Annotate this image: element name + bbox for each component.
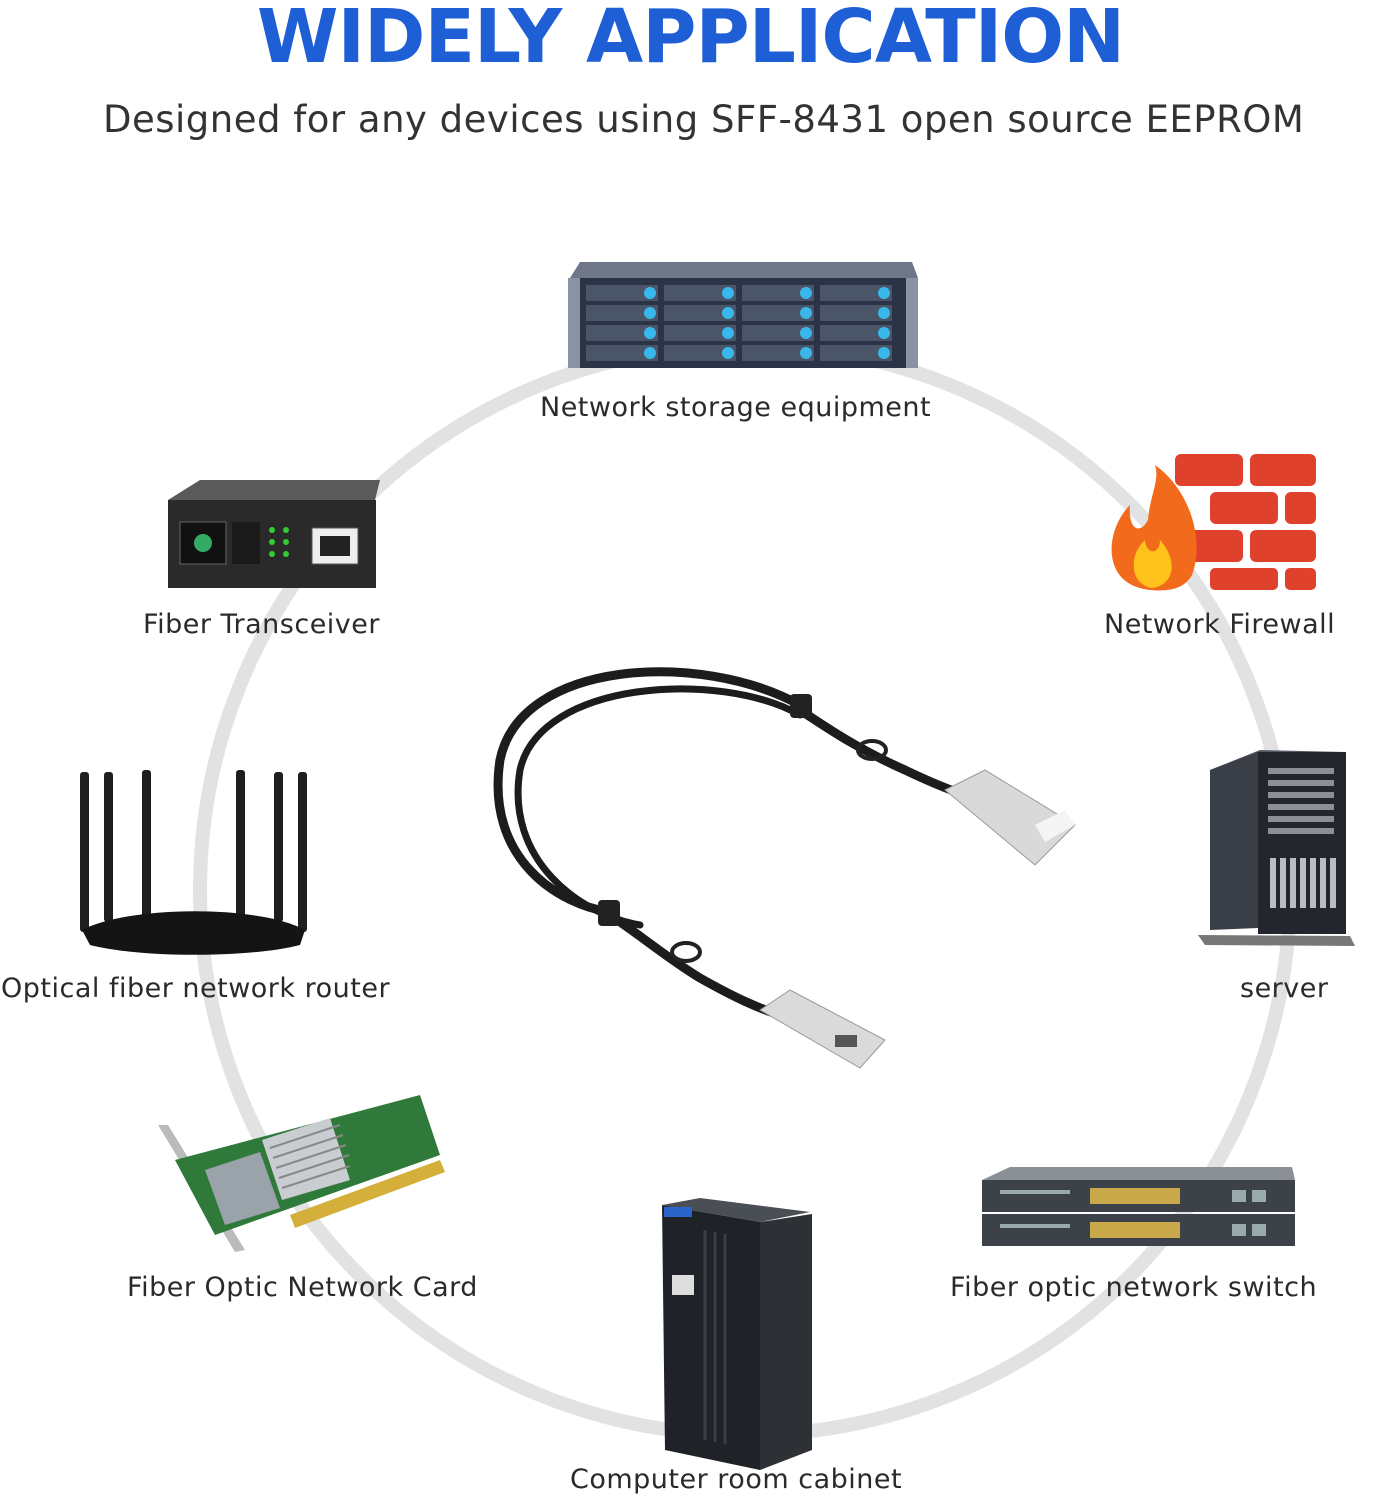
page-subtitle: Designed for any devices using SFF-8431 … bbox=[103, 98, 1305, 141]
fiber-transceiver-icon bbox=[168, 480, 380, 588]
label-network-firewall: Network Firewall bbox=[1104, 609, 1336, 640]
firewall-icon bbox=[1111, 454, 1316, 591]
label-cabinet: Computer room cabinet bbox=[570, 1464, 903, 1495]
sfp-connector-icon bbox=[598, 694, 1076, 1069]
label-network-card: Fiber Optic Network Card bbox=[127, 1272, 478, 1303]
tower-server-icon bbox=[1198, 750, 1355, 946]
label-network-storage: Network storage equipment bbox=[540, 392, 932, 423]
label-fiber-transceiver: Fiber Transceiver bbox=[143, 609, 380, 640]
network-card-icon bbox=[158, 1095, 445, 1252]
dac-cable-icon bbox=[493, 667, 970, 1023]
router-icon bbox=[80, 770, 307, 955]
label-router: Optical fiber network router bbox=[1, 973, 391, 1004]
page-title: WIDELY APPLICATION bbox=[256, 0, 1125, 80]
server-cabinet-icon bbox=[662, 1198, 812, 1470]
label-server: server bbox=[1240, 973, 1329, 1004]
label-network-switch: Fiber optic network switch bbox=[950, 1272, 1318, 1303]
network-switch-icon bbox=[982, 1167, 1295, 1246]
storage-server-icon bbox=[568, 262, 918, 368]
